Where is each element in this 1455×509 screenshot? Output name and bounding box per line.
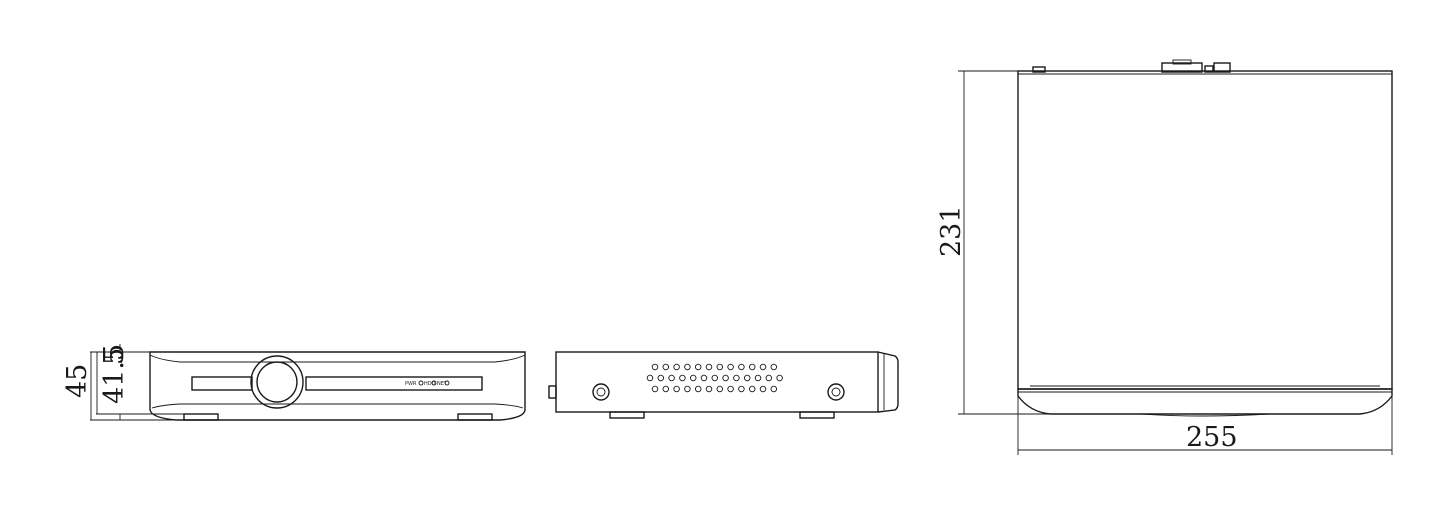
vent-hole bbox=[727, 363, 734, 371]
front-view: PWR HDD NET 45 41.5 5 bbox=[62, 344, 526, 421]
top-view: 231 255 bbox=[936, 59, 1393, 455]
side-body-outline bbox=[555, 351, 879, 413]
vent-hole bbox=[668, 374, 675, 382]
side-view bbox=[548, 351, 899, 419]
vent-hole bbox=[770, 385, 778, 393]
vent-hole bbox=[759, 363, 767, 371]
dimension-width: 255 bbox=[1186, 422, 1238, 453]
indicator-label-hdd: HDD bbox=[424, 381, 436, 387]
vent-hole bbox=[738, 363, 745, 371]
vent-hole bbox=[705, 363, 713, 371]
side-screw-left-inner bbox=[596, 387, 606, 397]
vent-hole bbox=[651, 363, 659, 371]
top-connector-usb bbox=[1204, 65, 1214, 73]
vent-hole bbox=[770, 363, 778, 371]
vent-hole bbox=[716, 385, 724, 393]
side-vent-holes bbox=[646, 363, 783, 393]
vent-hole bbox=[673, 363, 680, 371]
vent-hole bbox=[711, 374, 719, 382]
vent-hole bbox=[646, 374, 654, 382]
vent-hole bbox=[705, 385, 713, 393]
vent-hole bbox=[684, 363, 691, 371]
dimension-foot-height: 5 bbox=[99, 348, 130, 365]
vent-hole bbox=[651, 385, 659, 393]
vent-hole bbox=[679, 374, 686, 382]
vent-hole bbox=[673, 385, 680, 393]
dimension-depth: 231 bbox=[936, 205, 967, 257]
vent-hole bbox=[748, 385, 756, 393]
front-foot-right bbox=[457, 413, 493, 421]
vent-hole bbox=[689, 374, 697, 382]
front-indicators: PWR HDD NET bbox=[405, 380, 450, 387]
side-foot-left bbox=[609, 411, 645, 419]
front-foot-left bbox=[183, 413, 219, 421]
dimension-body-height: 41.5 bbox=[99, 344, 130, 404]
front-right-slot bbox=[305, 376, 483, 391]
vent-hole bbox=[700, 374, 708, 382]
vent-hole bbox=[754, 374, 762, 382]
front-knob-outer bbox=[250, 355, 304, 409]
front-left-slot bbox=[191, 376, 253, 391]
side-foot-right bbox=[799, 411, 835, 419]
vent-hole bbox=[776, 374, 783, 382]
top-connector-power bbox=[1032, 66, 1046, 73]
top-body-outline bbox=[1017, 70, 1393, 390]
vent-hole bbox=[765, 374, 773, 382]
vent-hole bbox=[733, 374, 740, 382]
vent-hole bbox=[722, 374, 729, 382]
vent-hole bbox=[662, 363, 670, 371]
top-front-bezel bbox=[1017, 388, 1393, 415]
indicator-label-net: NET bbox=[437, 381, 448, 387]
top-connector-vga bbox=[1161, 62, 1203, 73]
front-knob-inner bbox=[256, 361, 298, 403]
vent-hole bbox=[727, 385, 734, 393]
dimension-total-height: 45 bbox=[62, 364, 93, 398]
vent-hole bbox=[743, 374, 751, 382]
vent-hole bbox=[716, 363, 724, 371]
side-screw-right-outer bbox=[827, 383, 845, 401]
indicator-label-pwr: PWR bbox=[405, 381, 417, 387]
front-dimension-lines bbox=[90, 344, 184, 421]
side-screw-right-inner bbox=[831, 387, 841, 397]
top-connector-lan bbox=[1213, 62, 1231, 73]
side-front-cap bbox=[877, 351, 899, 413]
vent-hole bbox=[662, 385, 670, 393]
vent-hole bbox=[684, 385, 691, 393]
depth-dimension-lines bbox=[958, 70, 1050, 415]
vent-hole bbox=[748, 363, 756, 371]
vent-hole bbox=[694, 385, 702, 393]
side-rear-connector bbox=[548, 385, 557, 399]
side-screw-left-outer bbox=[592, 383, 610, 401]
vent-hole bbox=[657, 374, 665, 382]
vent-hole bbox=[694, 363, 702, 371]
width-dimension-lines bbox=[1017, 396, 1393, 455]
vent-hole bbox=[738, 385, 745, 393]
vent-hole bbox=[759, 385, 767, 393]
